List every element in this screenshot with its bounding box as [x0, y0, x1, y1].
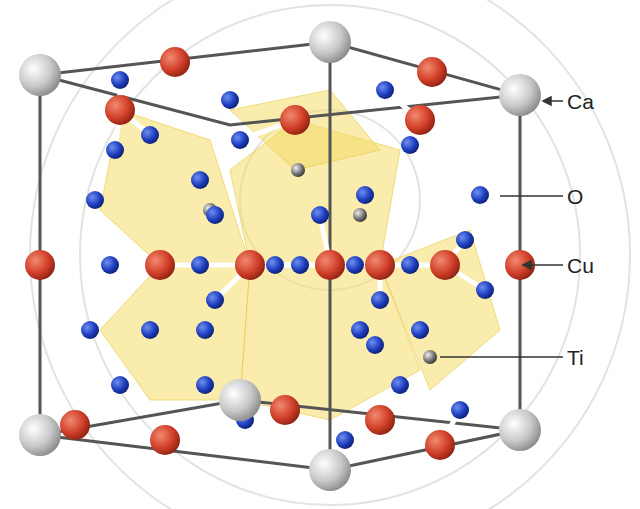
o-atom	[391, 376, 409, 394]
o-atom	[311, 206, 329, 224]
cu-atom	[105, 95, 135, 125]
ca-atom	[219, 379, 261, 421]
o-atom	[206, 291, 224, 309]
cu-atom	[425, 430, 455, 460]
o-atom	[471, 186, 489, 204]
o-atom	[401, 136, 419, 154]
cu-atom	[315, 250, 345, 280]
cu-atom	[430, 250, 460, 280]
ti-atom	[291, 163, 305, 177]
atom-label: Ti	[567, 347, 584, 368]
o-atom	[371, 291, 389, 309]
cu-atom	[365, 250, 395, 280]
o-atom	[401, 256, 419, 274]
o-atom	[196, 321, 214, 339]
o-atom	[191, 171, 209, 189]
o-atom	[231, 131, 249, 149]
ca-atom	[499, 74, 541, 116]
cu-atom	[145, 250, 175, 280]
cu-atom	[235, 250, 265, 280]
bonds	[110, 62, 520, 445]
o-atom	[196, 376, 214, 394]
ca-atom	[19, 54, 61, 96]
cu-atom	[25, 250, 55, 280]
cu-atom	[160, 47, 190, 77]
o-atom	[356, 186, 374, 204]
cu-atom	[270, 395, 300, 425]
cu-atom	[150, 425, 180, 455]
ti-atom	[423, 350, 437, 364]
watermark-seal	[30, 0, 630, 509]
o-atom	[411, 321, 429, 339]
o-atom	[456, 231, 474, 249]
o-atom	[101, 256, 119, 274]
tio6-octahedra	[100, 90, 500, 420]
o-atom	[81, 321, 99, 339]
ca-atom	[309, 449, 351, 491]
cu-atom	[60, 410, 90, 440]
o-atom	[106, 141, 124, 159]
atoms	[19, 21, 541, 491]
o-atom	[111, 71, 129, 89]
ca-atom	[19, 414, 61, 456]
o-atom	[206, 206, 224, 224]
o-atom	[266, 256, 284, 274]
o-atom	[291, 256, 309, 274]
o-atom	[221, 91, 239, 109]
o-atom	[191, 256, 209, 274]
ca-atom	[309, 21, 351, 63]
o-atom	[351, 321, 369, 339]
cu-atom	[505, 250, 535, 280]
o-atom	[451, 401, 469, 419]
leader-lines	[440, 97, 563, 357]
atom-label: Cu	[567, 255, 594, 276]
o-atom	[141, 126, 159, 144]
ca-atom	[499, 409, 541, 451]
unit-cell-frame	[40, 42, 520, 470]
ti-atom	[353, 208, 367, 222]
cu-atom	[417, 57, 447, 87]
o-atom	[346, 256, 364, 274]
o-atom	[476, 281, 494, 299]
o-atom	[86, 191, 104, 209]
o-atom	[141, 321, 159, 339]
cu-atom	[280, 105, 310, 135]
o-atom	[366, 336, 384, 354]
atom-label: Ca	[567, 91, 594, 112]
atom-label: O	[567, 186, 583, 207]
o-atom	[111, 376, 129, 394]
cu-atom	[365, 405, 395, 435]
o-atom	[376, 81, 394, 99]
o-atom	[336, 431, 354, 449]
cu-atom	[405, 105, 435, 135]
